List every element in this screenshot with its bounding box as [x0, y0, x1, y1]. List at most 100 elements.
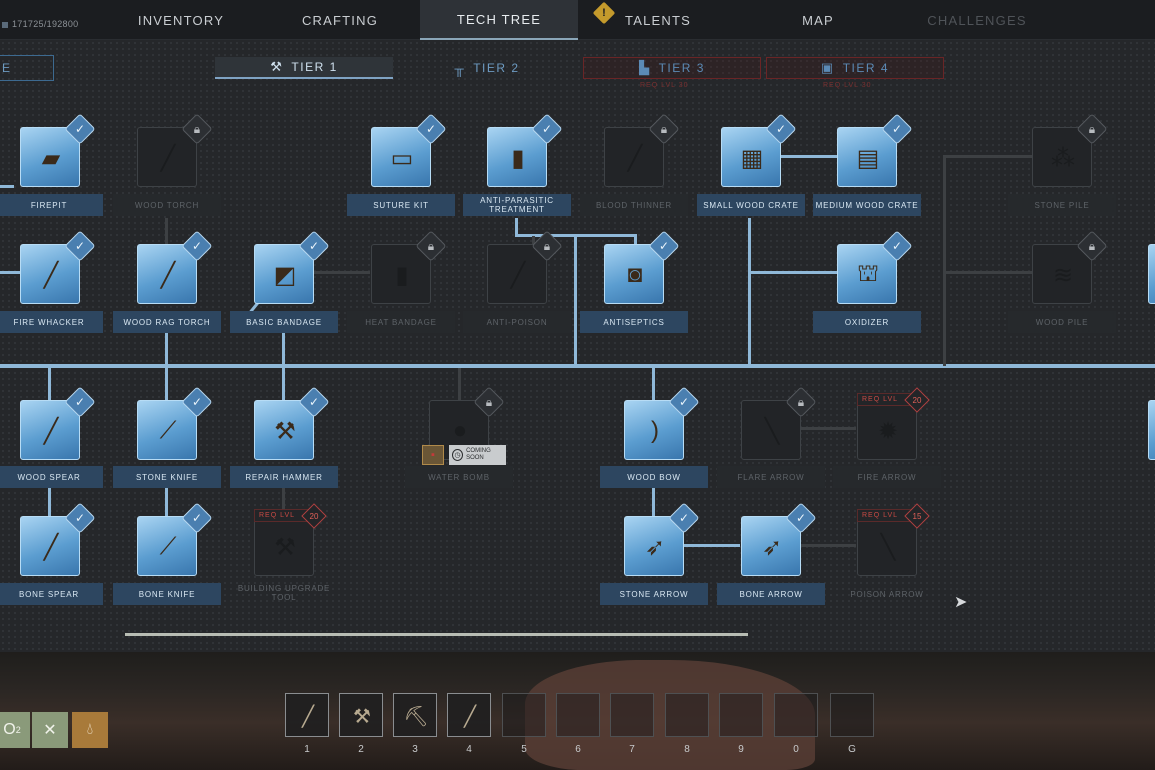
node-bone-arrow[interactable]: ➶✓ [741, 502, 817, 576]
hotbar-key: G [848, 744, 856, 755]
node-repair-hammer[interactable]: ⚒✓ [254, 386, 330, 460]
stone-pile-icon: ⁂ [1051, 144, 1075, 172]
tier-2-label: TIER 2 [473, 61, 520, 75]
node-label: BONE SPEAR [0, 583, 103, 605]
bone-arrow-icon: ➶ [761, 533, 783, 561]
node-wood-bow[interactable]: )✓ [624, 386, 700, 460]
flare-arrow-icon: ╲ [764, 417, 780, 445]
tab-map[interactable]: MAP [802, 12, 834, 28]
hammer-icon: ⚒ [353, 705, 371, 728]
node-stone-arrow[interactable]: ➶✓ [624, 502, 700, 576]
required-level-tag: REQ LVL [857, 393, 911, 406]
node-label: STONE PILE [1008, 194, 1116, 216]
hotbar-slot-3[interactable]: ⛏ [393, 693, 437, 737]
node-small-wood-crate[interactable]: ▦✓ [721, 113, 797, 187]
node-wood-pile[interactable]: ≋🔒︎ [1032, 230, 1108, 304]
tier-3-requirement: REQ LVL 30 [640, 82, 689, 89]
hotbar-slot-1[interactable]: ╱ [285, 693, 329, 737]
required-level-tag: REQ LVL [254, 509, 308, 522]
node-label: FIRE ARROW [833, 466, 941, 488]
suture-kit-icon: ▭ [390, 144, 414, 172]
upgrade-tool-icon: ⚒ [274, 533, 296, 561]
xp-counter: 171725/192800 [2, 19, 78, 29]
node-wood-rag-torch[interactable]: ╱✓ [137, 230, 213, 304]
node-anti-parasitic-treatment[interactable]: ▮✓ [487, 113, 563, 187]
node-flare-arrow[interactable]: ╲🔒︎ [741, 386, 817, 460]
node-label: FLARE ARROW [717, 466, 825, 488]
mouse-cursor-icon: ➤ [954, 594, 968, 611]
tab-challenges[interactable]: CHALLENGES [927, 12, 1027, 28]
node-firepit[interactable]: ▰✓ [20, 113, 96, 187]
connector [165, 488, 168, 516]
hotbar-slot-5[interactable] [502, 693, 546, 737]
connector [313, 271, 370, 274]
fire-whacker-icon: ╱ [43, 261, 59, 289]
top-nav-bar: 171725/192800 INVENTORY CRAFTING TECH TR… [0, 0, 1155, 40]
node-heat-bandage[interactable]: ▮🔒︎ [371, 230, 447, 304]
hotbar-slot-9[interactable] [719, 693, 763, 737]
node-fire-arrow[interactable]: ✹ REQ LVL 20 [857, 387, 930, 460]
hotbar-key: 6 [575, 744, 581, 755]
hotbar-slot-g[interactable] [830, 693, 874, 737]
node-fire-whacker[interactable]: ╱✓ [20, 230, 96, 304]
pickaxe-icon: ⛏ [403, 705, 429, 728]
connector [652, 488, 655, 516]
node-label: WATER BOMB [405, 466, 513, 488]
tier-tab-2[interactable]: ╥ TIER 2 [398, 57, 576, 79]
tab-talents[interactable]: TALENTS [625, 12, 691, 28]
tier-tab-previous[interactable]: E [0, 55, 54, 81]
connector [48, 366, 51, 400]
tier-tab-4[interactable]: ▣TIER 4 [766, 57, 944, 79]
node-suture-kit[interactable]: ▭✓ [371, 113, 447, 187]
bone-knife-icon: ⟋ [159, 533, 177, 560]
chest-icon: ▤ [856, 144, 880, 172]
coming-soon-badge: ▪ ◷COMING SOON [422, 445, 506, 465]
tab-inventory[interactable]: INVENTORY [137, 12, 225, 28]
node-label: WOOD RAG TORCH [113, 311, 221, 333]
node-anti-poison[interactable]: ╱🔒︎ [487, 230, 563, 304]
node-oxidizer[interactable]: ⛫✓ [837, 230, 913, 304]
spear-icon: ╱ [301, 705, 315, 728]
tab-tech-tree[interactable]: TECH TREE [420, 0, 578, 40]
horizontal-scrollbar[interactable] [125, 633, 748, 636]
node-blood-thinner[interactable]: ╱🔒︎ [604, 113, 680, 187]
connector [943, 155, 1032, 158]
node-label: BONE KNIFE [113, 583, 221, 605]
node-building-upgrade-tool[interactable]: ⚒ REQ LVL 20 [254, 503, 327, 576]
node-wood-torch[interactable]: ╱🔒︎ [137, 113, 213, 187]
node-label: FIRE WHACKER [0, 311, 103, 333]
hotbar-slot-6[interactable] [556, 693, 600, 737]
node-stone-knife[interactable]: ⟋✓ [137, 386, 213, 460]
node-label: STONE KNIFE [113, 466, 221, 488]
hotbar-slot-8[interactable] [665, 693, 709, 737]
node-poison-arrow[interactable]: ╲ REQ LVL 15 [857, 503, 930, 576]
node-medium-wood-crate[interactable]: ▤✓ [837, 113, 913, 187]
main-connector-line [0, 364, 1155, 368]
hotbar-slot-2[interactable]: ⚒ [339, 693, 383, 737]
node-label: WOOD SPEAR [0, 466, 103, 488]
stone-arrow-icon: ➶ [644, 533, 666, 561]
node-basic-bandage[interactable]: ◩✓ [254, 230, 330, 304]
tier-tab-1[interactable]: ⚒TIER 1 [215, 57, 393, 79]
node-offscreen[interactable] [1148, 400, 1155, 460]
hotbar-slot-4[interactable]: ╱ [447, 693, 491, 737]
node-label: ANTI-POISON [463, 311, 571, 333]
node-stone-pile[interactable]: ⁂🔒︎ [1032, 113, 1108, 187]
coming-soon-tag: ◷COMING SOON [449, 445, 506, 465]
required-level-tag: REQ LVL [857, 509, 911, 522]
tab-crafting[interactable]: CRAFTING [301, 12, 379, 28]
hotbar-slot-10[interactable] [774, 693, 818, 737]
node-label: WOOD TORCH [113, 194, 221, 216]
node-bone-spear[interactable]: ╱✓ [20, 502, 96, 576]
tier-tab-3[interactable]: ▙TIER 3 [583, 57, 761, 79]
hotbar-slot-7[interactable] [610, 693, 654, 737]
node-bone-knife[interactable]: ⟋✓ [137, 502, 213, 576]
node-offscreen[interactable] [1148, 244, 1155, 304]
node-wood-spear[interactable]: ╱✓ [20, 386, 96, 460]
clock-icon: ◷ [452, 449, 464, 461]
water-status-icon: 💧︎ [72, 712, 108, 748]
node-label: SMALL WOOD CRATE [697, 194, 805, 216]
node-antiseptics[interactable]: ◙✓ [604, 230, 680, 304]
workbench-icon: ╥ [454, 60, 466, 76]
oxidizer-icon: ⛫ [856, 260, 880, 287]
